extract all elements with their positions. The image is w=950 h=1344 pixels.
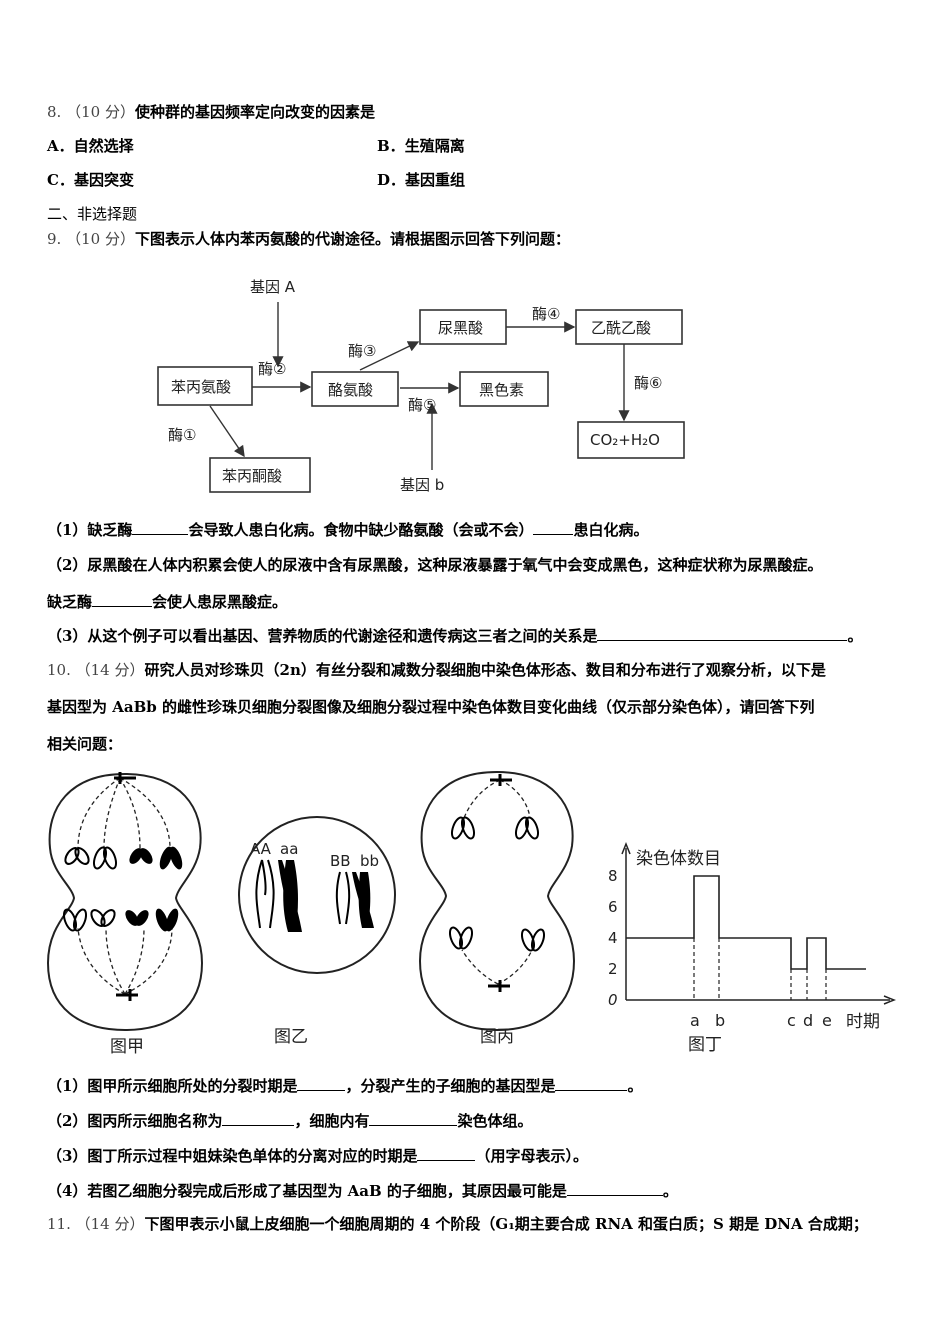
caption-fig-yi: 图乙 xyxy=(274,1027,308,1047)
q10-part1: （1）图甲所示细胞所处的分裂时期是，分裂产生的子细胞的基因型是。 xyxy=(47,1076,643,1095)
box-homogentisic-acid xyxy=(419,309,507,345)
box-phenylpyruvic-acid xyxy=(209,457,311,493)
box-phenylalanine xyxy=(157,366,253,406)
label-phenylalanine: 苯丙氨酸 xyxy=(171,378,231,396)
label-enzyme1: 酶① xyxy=(168,426,196,444)
label-AA: AA xyxy=(250,840,272,858)
label-bb: bb xyxy=(360,852,379,870)
label-enzyme5: 酶⑤ xyxy=(408,396,436,414)
label-aa: aa xyxy=(280,840,298,858)
q10-stem1: 10. （14 分）研究人员对珍珠贝（2n）有丝分裂和减数分裂细胞中染色体形态、… xyxy=(47,661,826,679)
x-tick-label: d xyxy=(803,1011,813,1030)
x-tick-label: e xyxy=(822,1011,832,1030)
q8-score: （10 分） xyxy=(66,103,135,121)
arrow-tyr-hga xyxy=(359,341,420,371)
x-tick-label: b xyxy=(715,1011,725,1030)
blank[interactable] xyxy=(132,520,189,535)
q8-stem: 8. （10 分）使种群的基因频率定向改变的因素是 xyxy=(47,102,375,122)
label-gene-b: 基因 b xyxy=(400,476,444,494)
q9-part2-line2: 缺乏酶会使人患尿黑酸症。 xyxy=(47,592,288,611)
x-tick-label: c xyxy=(787,1011,796,1030)
chromosome-count-line xyxy=(626,875,866,970)
label-phenylpyruvic-acid: 苯丙酮酸 xyxy=(222,467,282,485)
box-co2-h2o xyxy=(577,421,685,459)
q10-part4: （4）若图乙细胞分裂完成后形成了基因型为 AaB 的子细胞，其原因最可能是。 xyxy=(47,1181,678,1200)
q8-option-d: D．基因重组 xyxy=(377,171,466,189)
blank[interactable] xyxy=(369,1111,458,1126)
caption-fig-jia: 图甲 xyxy=(110,1037,144,1057)
section-heading: 二、非选择题 xyxy=(47,205,138,223)
label-enzyme4: 酶④ xyxy=(532,305,560,323)
q9-part2-line1: （2）尿黑酸在人体内积累会使人的尿液中含有尿黑酸，这种尿液暴露于氧气中会变成黑色… xyxy=(47,556,823,574)
q8-text: 使种群的基因频率定向改变的因素是 xyxy=(134,103,375,121)
q10-part3: （3）图丁所示过程中姐妹染色单体的分离对应的时期是（用字母表示）。 xyxy=(47,1146,588,1165)
q11-stem: 11. （14 分）下图甲表示小鼠上皮细胞一个细胞周期的 4 个阶段（G₁期主要… xyxy=(47,1215,868,1233)
q10-stem3: 相关问题： xyxy=(47,735,123,753)
figure-yi-cell: AA aa BB bb 图乙 xyxy=(238,816,396,1047)
label-acetoacetic-acid: 乙酰乙酸 xyxy=(591,319,651,337)
q10-part2: （2）图丙所示细胞名称为，细胞内有染色体组。 xyxy=(47,1111,533,1130)
q8-option-c: C．基因突变 xyxy=(47,171,134,189)
blank[interactable] xyxy=(417,1146,476,1161)
blank[interactable] xyxy=(533,520,574,535)
q8-option-a: A．自然选择 xyxy=(47,137,134,155)
caption-fig-ding: 图丁 xyxy=(688,1035,722,1055)
figure-jia-cell: 图甲 xyxy=(46,772,204,1057)
label-BB: BB xyxy=(330,852,351,870)
label-co2-h2o: CO₂+H₂O xyxy=(590,431,660,449)
blank[interactable] xyxy=(566,1181,663,1196)
q9-part1: （1）缺乏酶会导致人患白化病。食物中缺少酪氨酸（会或不会）患白化病。 xyxy=(47,520,649,539)
blank[interactable] xyxy=(222,1111,295,1126)
q8-option-b: B．生殖隔离 xyxy=(377,137,465,155)
label-tyrosine: 酪氨酸 xyxy=(328,381,373,399)
box-acetoacetic-acid xyxy=(575,309,683,345)
blank[interactable] xyxy=(555,1076,628,1091)
chart-ylabel: 染色体数目 xyxy=(636,849,721,869)
y-tick-label: 0 xyxy=(608,991,618,1009)
y-tick-label: 8 xyxy=(608,867,618,885)
label-enzyme2: 酶② xyxy=(258,360,286,378)
q9-stem: 9. （10 分）下图表示人体内苯丙氨酸的代谢途径。请根据图示回答下列问题： xyxy=(47,230,570,248)
label-enzyme6: 酶⑥ xyxy=(634,374,662,392)
arrow-phe-ppa xyxy=(209,405,245,458)
blank[interactable] xyxy=(92,592,153,607)
chart-xlabel: 时期 xyxy=(846,1012,880,1032)
blank[interactable] xyxy=(297,1076,346,1091)
x-tick-label: a xyxy=(690,1011,700,1030)
blank[interactable] xyxy=(597,626,848,641)
box-tyrosine xyxy=(311,371,399,407)
y-tick-label: 6 xyxy=(608,898,618,916)
label-melanin: 黑色素 xyxy=(479,381,524,399)
caption-fig-bing: 图丙 xyxy=(480,1027,514,1047)
label-enzyme3: 酶③ xyxy=(348,342,376,360)
label-gene-a: 基因 A xyxy=(250,278,296,296)
y-tick-label: 4 xyxy=(608,929,618,947)
box-melanin xyxy=(459,371,549,407)
metabolic-pathway-diagram: 基因 A 酶② 酶① 酶③ 酶④ 酶⑤ 酶⑥ 苯丙氨酸 酪氨酸 尿黑酸 乙酰乙酸… xyxy=(157,278,685,494)
q9-part3: （3）从这个例子可以看出基因、营养物质的代谢途径和遗传病这三者之间的关系是。 xyxy=(47,626,863,645)
figure-bing-cell: 图丙 xyxy=(418,770,576,1047)
q8-num: 8. xyxy=(47,103,62,121)
y-tick-label: 2 xyxy=(608,960,618,978)
label-homogentisic-acid: 尿黑酸 xyxy=(438,319,483,337)
q10-stem2: 基因型为 AaBb 的雌性珍珠贝细胞分裂图像及细胞分裂过程中染色体数目变化曲线（… xyxy=(47,698,815,716)
